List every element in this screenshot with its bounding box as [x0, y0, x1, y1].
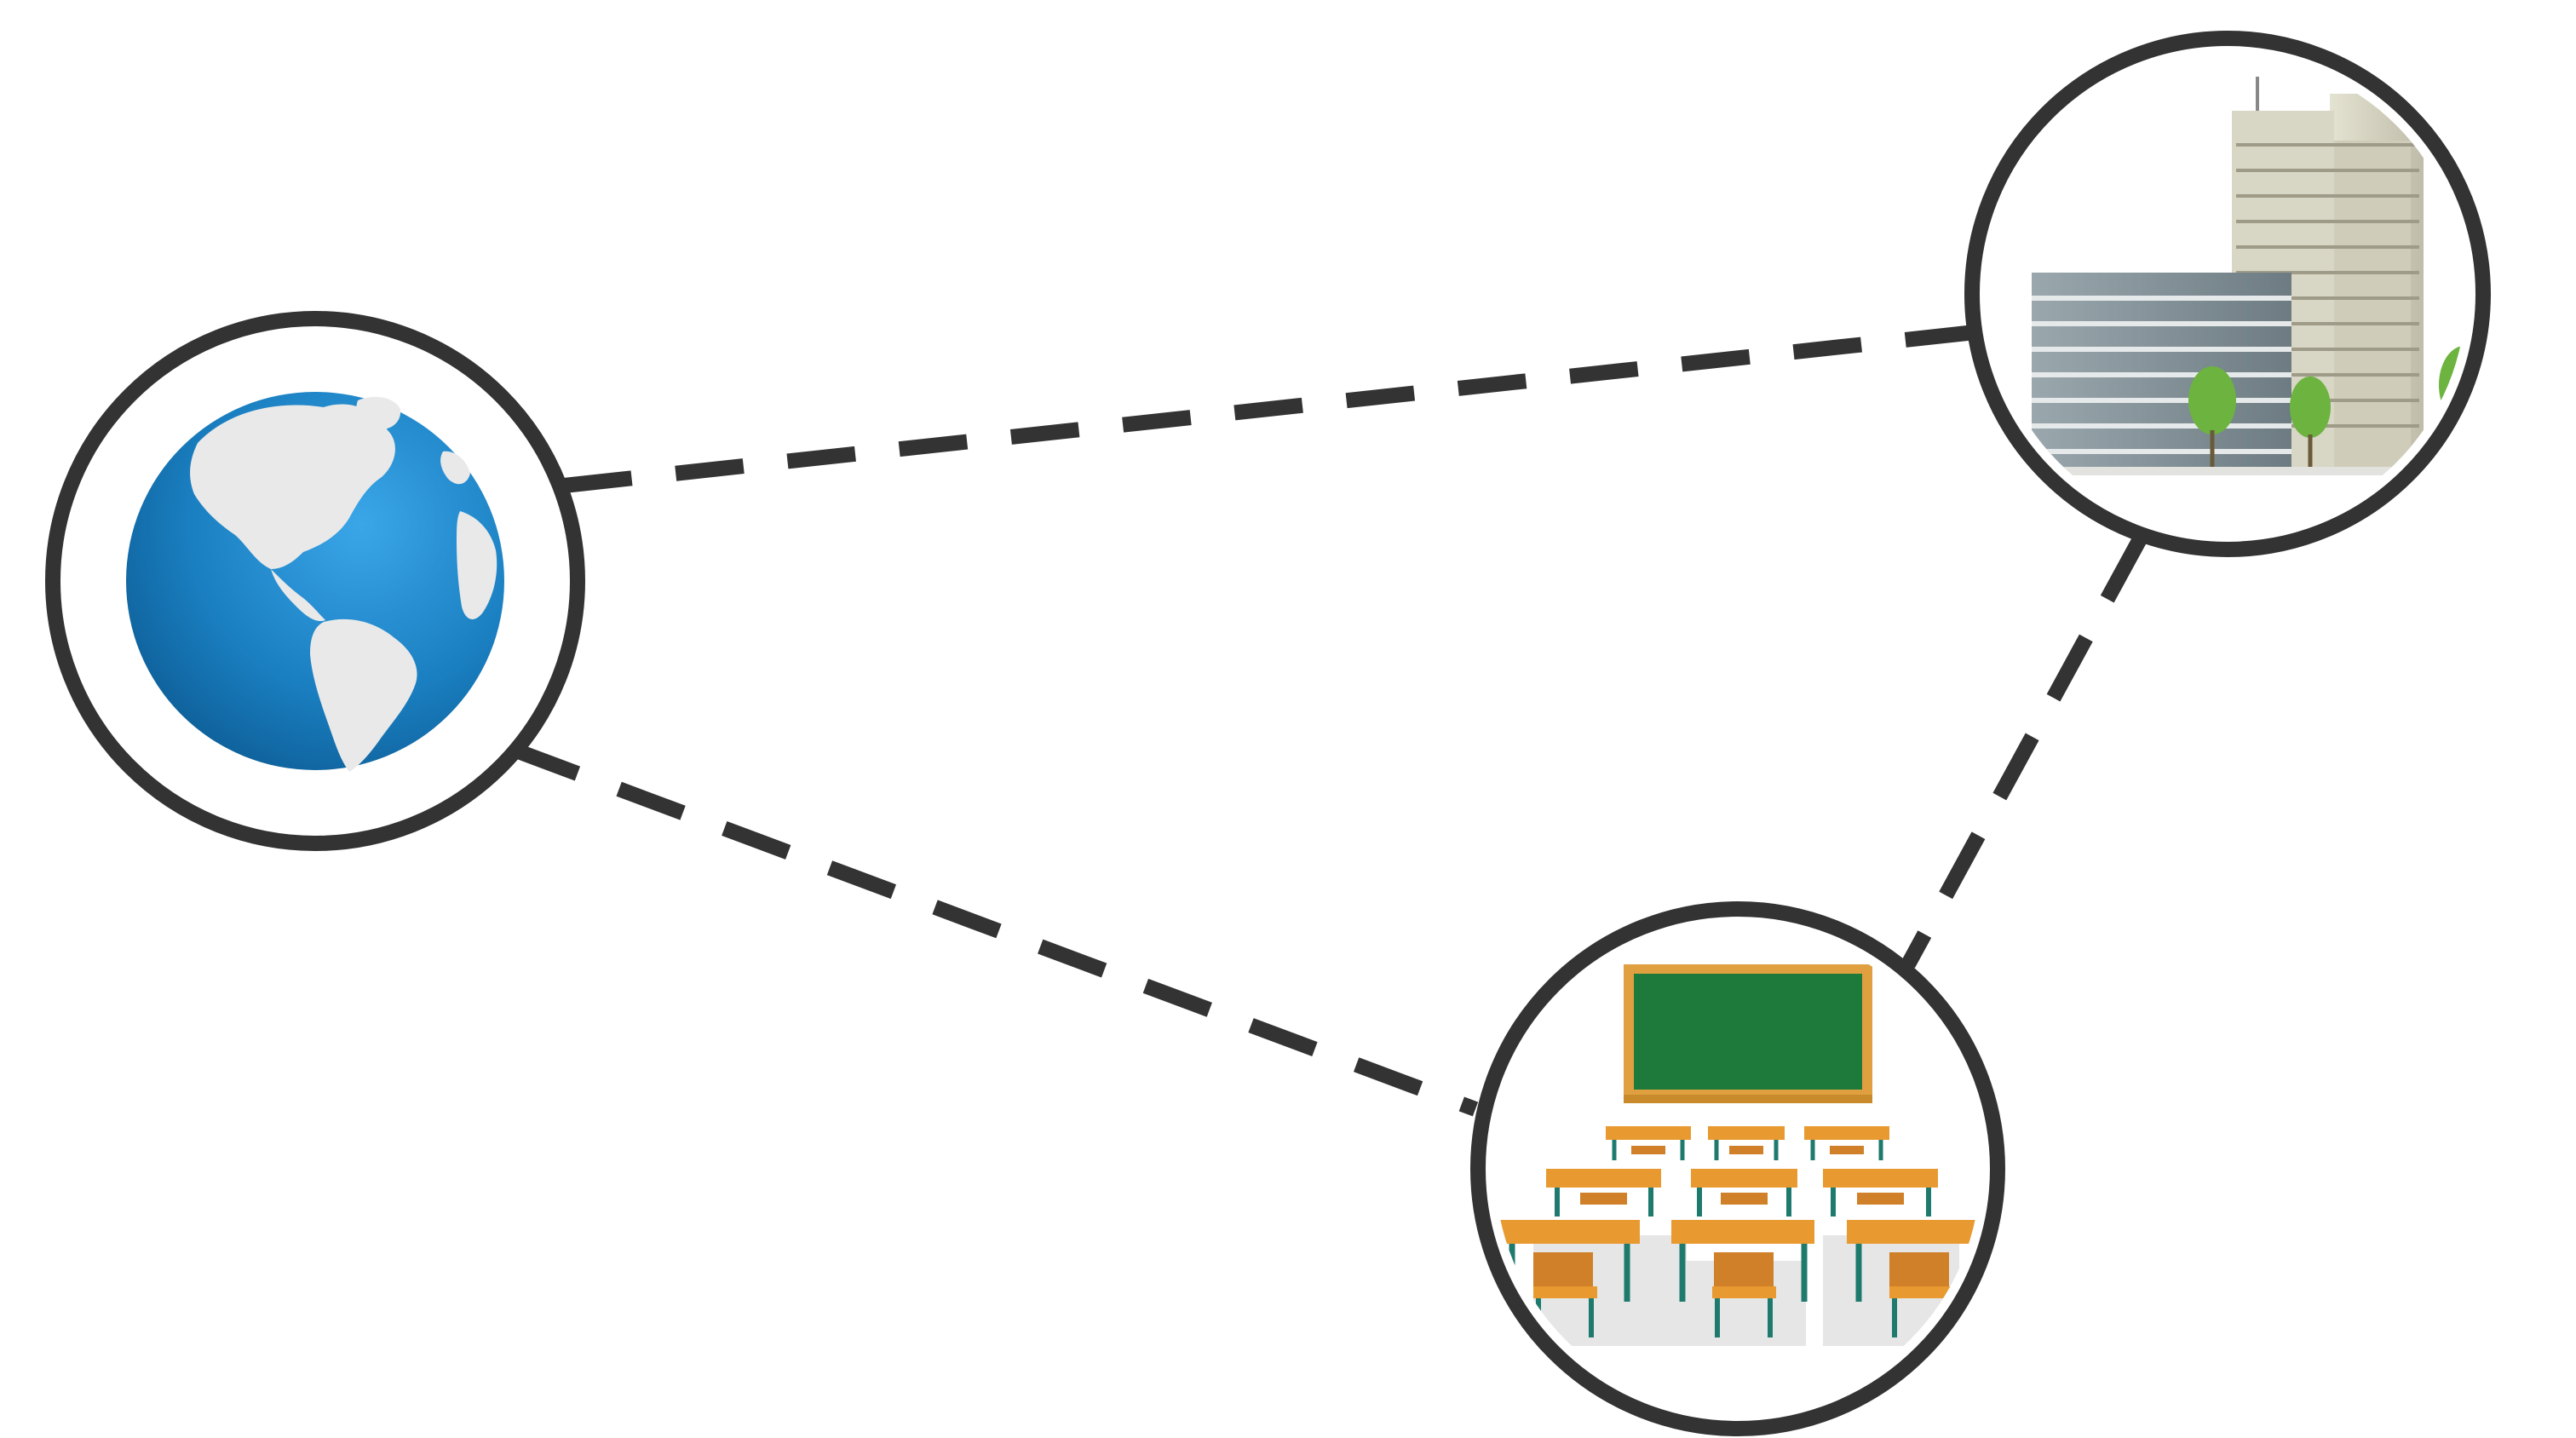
chalkboard: [1624, 964, 1872, 1103]
desk-row-middle: [1546, 1169, 1938, 1217]
edge-office-to-classroom: [1901, 535, 2147, 969]
connectors: [510, 323, 2147, 1117]
desk-row-front: [1499, 1220, 1981, 1337]
edge-globe-to-office: [563, 323, 1992, 493]
office-buildings-node: [1964, 31, 2491, 557]
desk-row-back: [1606, 1126, 1889, 1160]
edge-globe-to-classroom: [510, 742, 1479, 1117]
globe-node: [45, 311, 585, 851]
classroom-icon: [1499, 964, 1981, 1346]
classroom-node: [1470, 901, 2005, 1436]
globe-icon: [126, 392, 504, 772]
